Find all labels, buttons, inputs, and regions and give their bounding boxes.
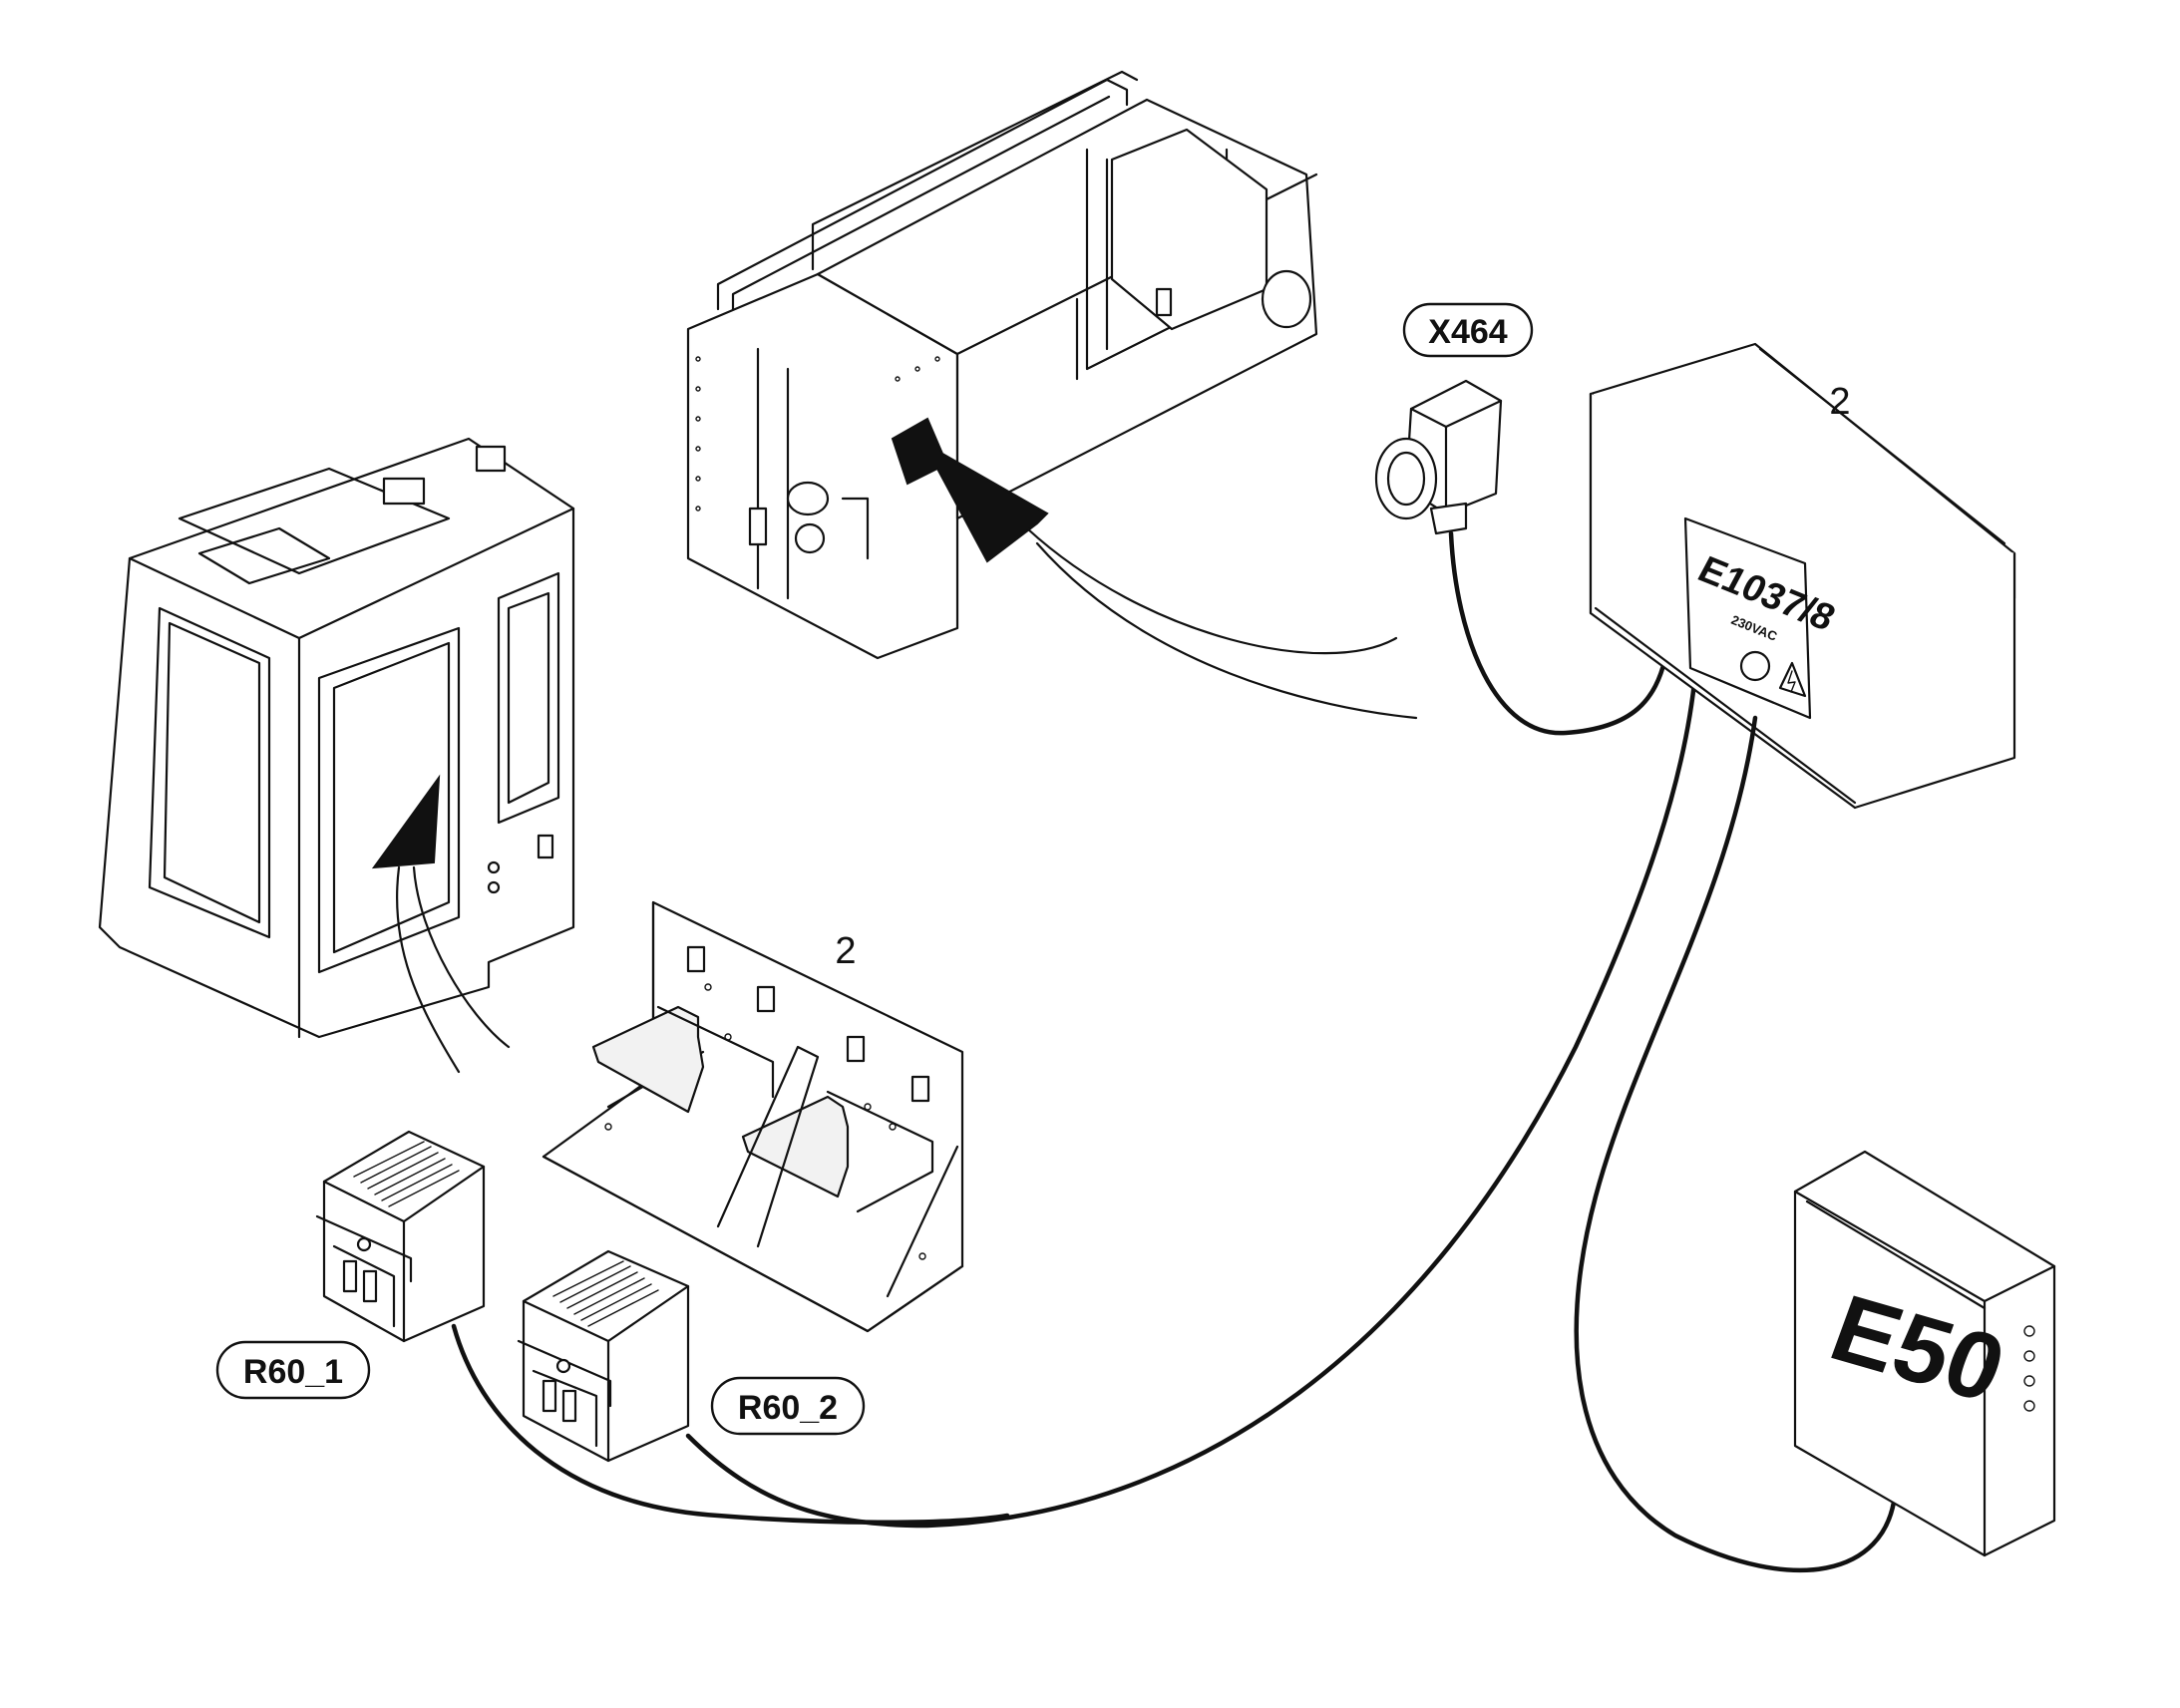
connector-x464: [1374, 379, 1503, 535]
callout-r60-2: R60_2: [710, 1376, 866, 1436]
control-box-e1037: E1037/8 230VAC: [1589, 342, 2016, 810]
installation-arrow-icon: [891, 417, 1049, 563]
e50-indicator-leds: [2023, 1325, 2035, 1412]
callout-r60-1: R60_1: [215, 1340, 371, 1400]
callout-x464-text: X464: [1428, 313, 1507, 351]
mounting-bracket: [542, 900, 964, 1333]
callout-r60-2-text: R60_2: [738, 1389, 838, 1427]
heater-r60-2: [517, 1249, 690, 1463]
control-box-item-number: 2: [1829, 381, 1850, 423]
bracket-item-number: 2: [835, 930, 856, 972]
callout-r60-1-text: R60_1: [243, 1353, 343, 1391]
e50-enclosure: E50: [1793, 1150, 2056, 1557]
operator-cab: [98, 437, 575, 1074]
heater-r60-1: [315, 1130, 486, 1343]
control-box-label-plate: [1683, 516, 1812, 720]
machine-frame-assembly: [686, 70, 1418, 720]
cab-arrow-icon: [371, 774, 441, 869]
callout-x464: X464: [1402, 302, 1534, 358]
high-voltage-warning-icon: [1778, 661, 1807, 698]
